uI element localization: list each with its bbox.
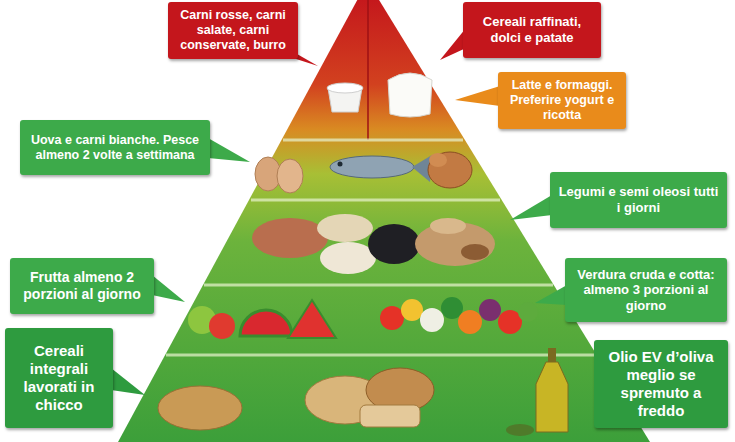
vegetables-picture <box>380 297 538 334</box>
callout-box: Frutta almeno 2 porzioni al giorno <box>10 258 154 314</box>
callout-box: Cereali raffinati, dolci e patate <box>463 2 601 58</box>
callout-box: Legumi e semi oleosi tutti i giorni <box>550 172 727 228</box>
fruit-picture <box>188 300 336 339</box>
callout-text: Carni rosse, carni salate, carni conserv… <box>174 8 292 53</box>
callout-tail <box>111 368 145 395</box>
legumes-picture <box>252 214 495 274</box>
callout-text: Cereali integrali lavorati in chicco <box>11 342 107 414</box>
band-lines <box>166 140 596 355</box>
callout-tail <box>510 195 552 220</box>
callout-text: Latte e formaggi. Preferire yogurt e ric… <box>504 78 620 123</box>
callout-tail <box>208 138 250 162</box>
callout-tail <box>152 275 185 302</box>
oil-bottle <box>506 348 568 436</box>
callout-box: Cereali integrali lavorati in chicco <box>5 328 113 428</box>
callout-text: Uova e carni bianche. Pesce almeno 2 vol… <box>26 133 204 163</box>
callout-tail <box>535 285 567 305</box>
callout-box: Latte e formaggi. Preferire yogurt e ric… <box>498 72 626 129</box>
callout-text: Legumi e semi oleosi tutti i giorni <box>556 184 721 215</box>
cereals-picture <box>158 368 434 430</box>
callout-tail <box>455 86 500 106</box>
callout-text: Cereali raffinati, dolci e patate <box>469 14 595 45</box>
callout-text: Frutta almeno 2 porzioni al giorno <box>16 269 148 303</box>
callout-text: Verdura cruda e cotta: almeno 3 porzioni… <box>571 267 721 314</box>
dairy-picture <box>327 73 432 117</box>
pyramid-divider <box>367 0 369 140</box>
callout-box: Carni rosse, carni salate, carni conserv… <box>168 2 298 59</box>
callout-box: Olio EV d’oliva meglio se spremuto a fre… <box>594 340 728 428</box>
eggs-picture <box>255 157 303 193</box>
chicken-picture <box>428 152 472 188</box>
callout-box: Uova e carni bianche. Pesce almeno 2 vol… <box>20 120 210 175</box>
callout-box: Verdura cruda e cotta: almeno 3 porzioni… <box>565 258 727 322</box>
callout-text: Olio EV d’oliva meglio se spremuto a fre… <box>600 348 722 420</box>
fish-picture <box>330 155 432 182</box>
